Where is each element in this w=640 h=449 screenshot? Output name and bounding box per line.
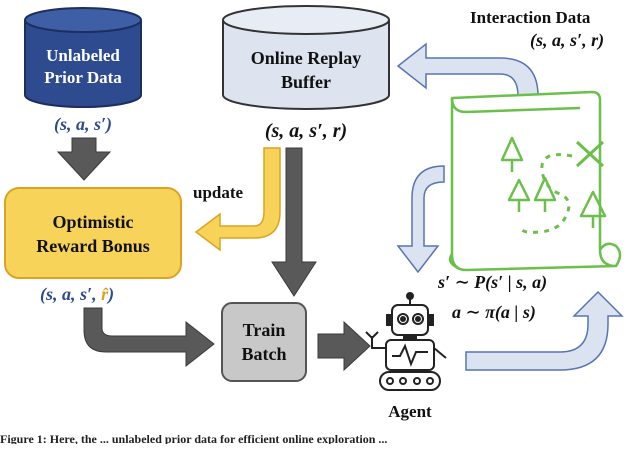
update-label: update xyxy=(193,183,244,202)
unlabeled-tuple: (s, a, s′) xyxy=(53,114,113,134)
tree-icon xyxy=(533,176,557,212)
arrow-agent-to-env xyxy=(465,290,624,371)
unlabeled-line2: Prior Data xyxy=(44,68,122,87)
unlabeled-line1: Unlabeled xyxy=(46,46,120,65)
interaction-data-title: Interaction Data xyxy=(470,8,591,27)
replay-tuple: (s, a, s′, r) xyxy=(264,120,348,142)
tree-icon xyxy=(500,136,524,172)
batch-line1: Train xyxy=(242,320,286,340)
bonus-line1: Optimistic xyxy=(52,212,134,232)
arrow-bonus-to-batch xyxy=(83,307,215,368)
bonus-line2: Reward Bonus xyxy=(36,236,150,256)
environment-map-icon xyxy=(448,90,622,272)
treasure-x-icon xyxy=(575,140,605,168)
unlabeled-prior-data-title: Unlabeled Prior Data xyxy=(25,45,141,89)
reward-bonus-box xyxy=(4,187,182,279)
tree-icon xyxy=(507,178,531,212)
replay-line1: Online Replay xyxy=(250,48,362,68)
bonus-tuple-rhat: r̂ xyxy=(101,284,109,304)
robot-agent-icon xyxy=(365,292,447,391)
arrow-env-to-agent xyxy=(396,165,445,274)
arrow-update xyxy=(194,147,281,252)
reward-bonus-title: Optimistic Reward Bonus xyxy=(5,210,181,258)
train-batch-title: Train Batch xyxy=(222,318,306,366)
agent-label: Agent xyxy=(388,402,432,421)
train-batch-box xyxy=(221,302,307,382)
interaction-tuple: (s, a, s′, r) xyxy=(530,30,605,50)
dynamics-label: s′ ∼ P(s′ | s, a) xyxy=(438,272,548,292)
arrow-prior-to-bonus xyxy=(56,137,112,181)
bonus-tuple-prefix: (s, a, s′, xyxy=(40,284,102,304)
batch-line2: Batch xyxy=(241,344,287,364)
policy-label: a ∼ π(a | s) xyxy=(452,302,536,322)
arrow-batch-to-agent xyxy=(317,320,371,372)
replay-line2: Buffer xyxy=(281,72,331,92)
bonus-tuple: (s, a, s′, r̂) xyxy=(40,284,114,305)
unlabeled-prior-data-cylinder xyxy=(24,7,142,108)
figure-caption: Figure 1: Here, the ... unlabeled prior … xyxy=(0,432,388,444)
trail-path xyxy=(518,153,573,234)
replay-buffer-title: Online Replay Buffer xyxy=(223,46,389,94)
arrow-interaction-to-buffer xyxy=(396,42,539,97)
tree-icon xyxy=(579,190,607,228)
replay-buffer-cylinder xyxy=(222,5,390,110)
bonus-tuple-suffix: ) xyxy=(108,284,115,304)
arrow-buffer-to-batch xyxy=(271,147,317,297)
